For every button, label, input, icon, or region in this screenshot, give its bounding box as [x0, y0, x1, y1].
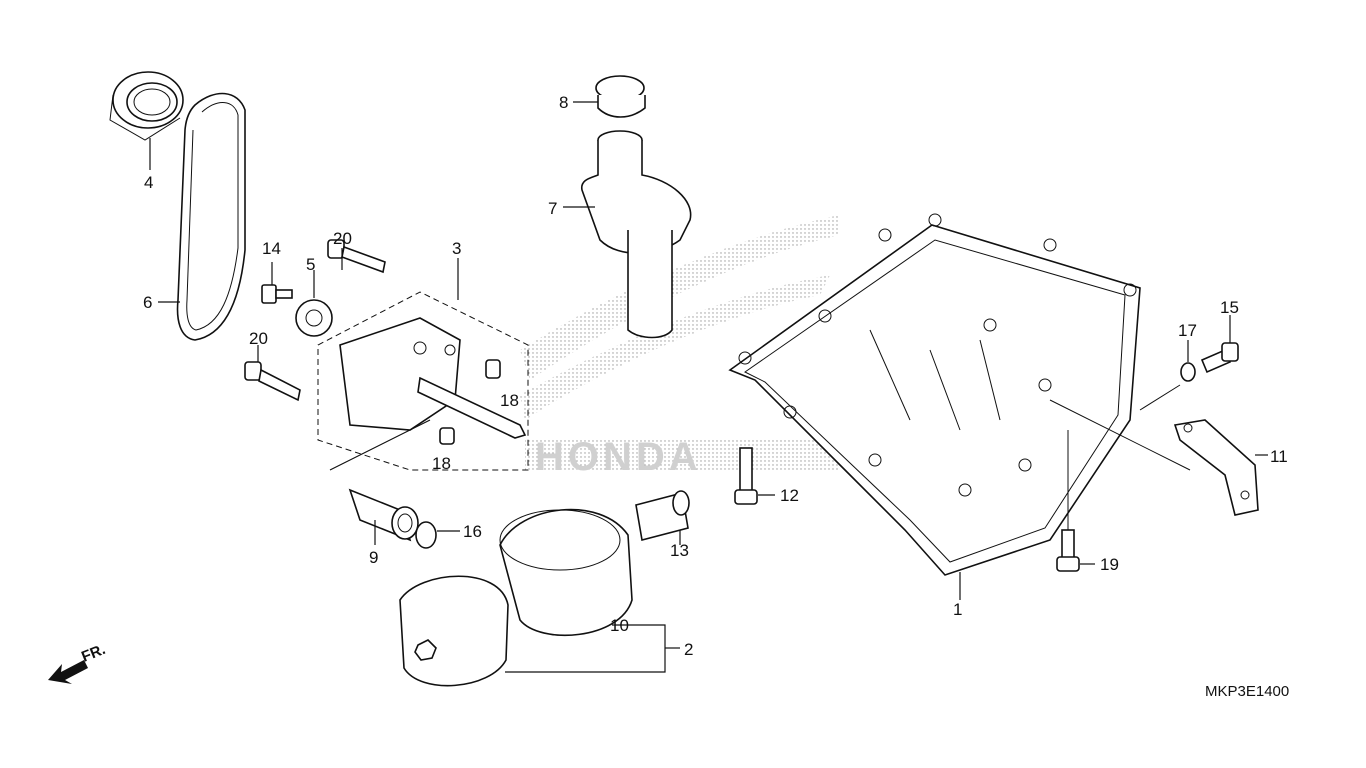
watermark-text: HONDA — [535, 435, 702, 479]
label-20-upper: 20 — [333, 229, 352, 248]
part-6-chain — [158, 92, 246, 341]
part-17-washer — [1180, 340, 1196, 382]
front-direction-arrow: FR. — [48, 641, 108, 684]
part-19-bolt — [1056, 430, 1095, 572]
label-2: 2 — [684, 640, 693, 659]
part-11-bracket — [1049, 384, 1268, 516]
label-15: 15 — [1220, 298, 1239, 317]
part-4-sprocket — [109, 71, 184, 170]
label-18-upper: 18 — [500, 391, 519, 410]
label-10: 10 — [610, 616, 629, 635]
part-13-nipple — [635, 490, 690, 545]
part-9-strainer — [329, 419, 431, 545]
label-19: 19 — [1100, 555, 1119, 574]
label-20-lower: 20 — [249, 329, 268, 348]
label-5: 5 — [306, 255, 315, 274]
label-4: 4 — [144, 173, 153, 192]
part-15-bolt — [1200, 315, 1239, 374]
label-17: 17 — [1178, 321, 1197, 340]
part-8-cap — [573, 75, 646, 118]
label-7: 7 — [548, 199, 557, 218]
label-11: 11 — [1270, 447, 1288, 466]
label-9: 9 — [369, 548, 378, 567]
label-14: 14 — [262, 239, 281, 258]
label-13: 13 — [670, 541, 689, 560]
part-3-oil-pump — [317, 258, 529, 471]
honda-wing-watermark: HONDA — [520, 215, 840, 479]
label-12: 12 — [780, 486, 799, 505]
label-6: 6 — [143, 293, 152, 312]
part-20-bolt-lower — [244, 345, 301, 402]
part-12-bolt — [734, 447, 775, 505]
diagram-code: MKP3E1400 — [1205, 683, 1289, 700]
label-8: 8 — [559, 93, 568, 112]
label-18-lower: 18 — [432, 454, 451, 473]
front-label: FR. — [79, 641, 108, 666]
part-labels: 4 6 14 20 5 3 20 18 18 9 16 8 7 13 10 2 … — [143, 93, 1288, 659]
label-3: 3 — [452, 239, 461, 258]
part-7-filler-neck — [563, 130, 692, 339]
part-5-gear — [295, 270, 333, 337]
part-20-bolt-upper — [327, 239, 386, 274]
part-1-oil-pan — [728, 213, 1141, 600]
part-16-o-ring — [415, 521, 460, 549]
part-10-oil-filter — [399, 508, 680, 687]
label-1: 1 — [953, 600, 962, 619]
part-14-bolt — [261, 262, 293, 304]
label-16: 16 — [463, 522, 482, 541]
